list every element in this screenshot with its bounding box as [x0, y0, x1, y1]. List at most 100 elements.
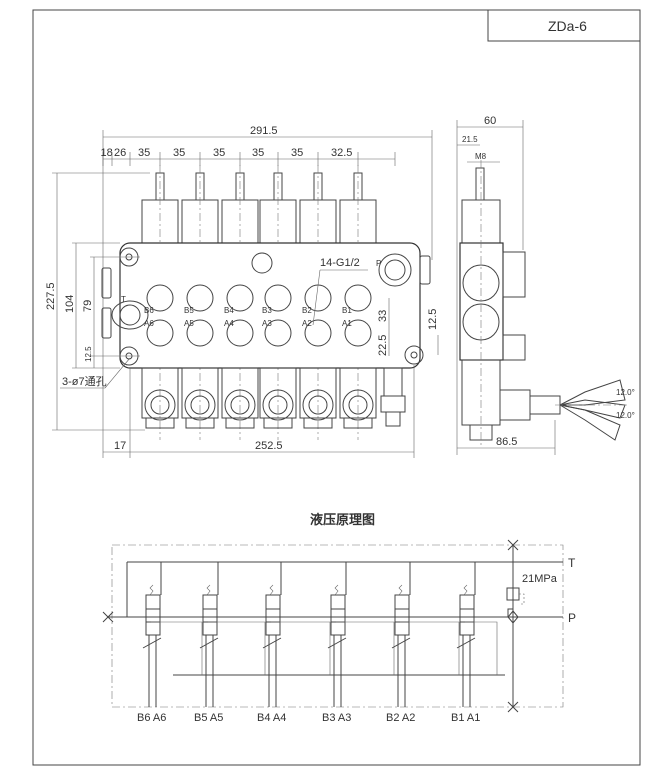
port-b: [146, 284, 174, 312]
spool-position: [265, 621, 281, 636]
port-label-a: A6: [144, 319, 154, 328]
spool-position: [145, 594, 161, 610]
dim-pitch: 35: [213, 147, 225, 159]
port-a: [304, 319, 332, 347]
actuator-knob: [184, 389, 216, 421]
lever-icon: [456, 637, 476, 649]
port-label-b: B1: [342, 306, 352, 315]
port-label-a: A1: [342, 319, 352, 328]
lever-icon: [199, 637, 219, 649]
port-b: [186, 284, 214, 312]
port-label-b: B6: [144, 306, 154, 315]
lever-icon: [391, 637, 411, 649]
spool-position: [202, 608, 218, 623]
dim-12-5-right: 12.5: [427, 309, 439, 330]
spring-icon: [398, 584, 403, 596]
schematic-title: 液压原理图: [310, 512, 375, 527]
port-label-a: A5: [184, 319, 194, 328]
port-label-a: A2: [302, 319, 312, 328]
valve-section: B5 A5: [194, 562, 266, 724]
spool-position: [459, 594, 475, 610]
actuator-knob: [302, 389, 334, 421]
spring-icon: [334, 584, 339, 596]
sheet-border: [32, 9, 641, 766]
port-thread-label: 14-G1/2: [320, 257, 360, 269]
valve-section: B1 A1: [451, 562, 498, 724]
dim-pitch: 32.5: [331, 147, 352, 159]
valve-section: B6 A6: [137, 562, 203, 724]
mount-hole-label: 3-ø7通孔: [62, 375, 107, 388]
relief-setting: 21MPa: [522, 573, 558, 585]
dim-side-width: 60: [484, 115, 496, 127]
port-b: [344, 284, 372, 312]
spool-position: [202, 621, 218, 636]
angle-up: 12.0°: [616, 388, 635, 397]
port-a: [146, 319, 174, 347]
port-pair-label: B5 A5: [194, 712, 223, 724]
dim-pitch: 18: [101, 147, 113, 159]
spring-icon: [206, 584, 211, 596]
valve-section: B2 A2: [386, 562, 460, 724]
dim-pitch: 35: [252, 147, 264, 159]
actuator-knob: [144, 389, 176, 421]
spool-position: [394, 594, 410, 610]
spool-position: [330, 608, 346, 623]
dim-pitch: 35: [173, 147, 185, 159]
angle-down: 12.0°: [616, 411, 635, 420]
port-a: [264, 319, 292, 347]
valve-section: B4 A4: [257, 562, 331, 724]
spool-position: [459, 621, 475, 636]
inlet-port: [378, 253, 412, 287]
dim-overall-width: 291.5: [250, 125, 278, 137]
tank-label: T: [121, 295, 126, 304]
dim-pitch: 35: [291, 147, 303, 159]
port-pair-label: B2 A2: [386, 712, 415, 724]
spool-position: [265, 594, 281, 610]
port-pair-label: B6 A6: [137, 712, 166, 724]
port-pair-label: B3 A3: [322, 712, 351, 724]
mount-hole: [404, 345, 424, 365]
pressure-symbol-label: P: [568, 611, 576, 625]
dim-17: 17: [114, 440, 126, 452]
spool-position: [202, 594, 218, 610]
spool-position: [145, 621, 161, 636]
port-a: [186, 319, 214, 347]
spring-icon: [149, 584, 154, 596]
dim-79: 79: [82, 300, 94, 312]
port-label-a: A3: [262, 319, 272, 328]
port-label-b: B4: [224, 306, 234, 315]
dim-side-depth: 86.5: [496, 436, 517, 448]
port-label-b: B3: [262, 306, 272, 315]
dim-pitch: 35: [138, 147, 150, 159]
spring-icon: [463, 584, 468, 596]
dim-thread: M8: [475, 152, 487, 161]
dim-height-body: 104: [64, 295, 76, 313]
tank-port: [111, 300, 149, 330]
lever-icon: [262, 637, 282, 649]
dim-side-offset: 21.5: [462, 135, 478, 144]
port-pair-label: B4 A4: [257, 712, 286, 724]
spool-position: [265, 608, 281, 623]
dim-22-5: 22.5: [377, 335, 389, 356]
lever-icon: [142, 637, 162, 649]
port-b: [226, 284, 254, 312]
spool-position: [330, 621, 346, 636]
title-block: [487, 9, 641, 42]
lever-icon: [327, 637, 347, 649]
spool-position: [330, 594, 346, 610]
dim-pitch: 26: [114, 147, 126, 159]
actuator-knob: [224, 389, 256, 421]
plug: [251, 252, 273, 274]
inlet-label: P: [376, 259, 381, 268]
port-a: [344, 319, 372, 347]
actuator-knob: [342, 389, 374, 421]
port-b: [264, 284, 292, 312]
dim-33: 33: [377, 310, 389, 322]
dim-height-total: 227.5: [45, 282, 57, 310]
port-label-b: B2: [302, 306, 312, 315]
port-pair-label: B1 A1: [451, 712, 480, 724]
spool-position: [394, 621, 410, 636]
actuator-knob: [262, 389, 294, 421]
